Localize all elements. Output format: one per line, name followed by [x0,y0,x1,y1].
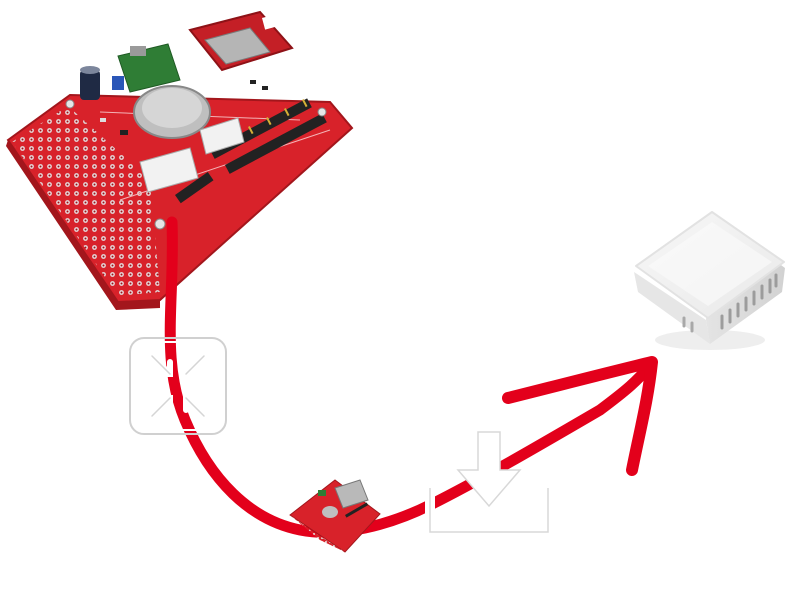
download-icon [425,431,553,537]
red-arrow [164,216,658,538]
compress-icon [129,337,227,435]
small-pcb-board [289,479,381,553]
large-pcb-board [6,10,354,310]
sensor-enclosure [634,211,785,350]
